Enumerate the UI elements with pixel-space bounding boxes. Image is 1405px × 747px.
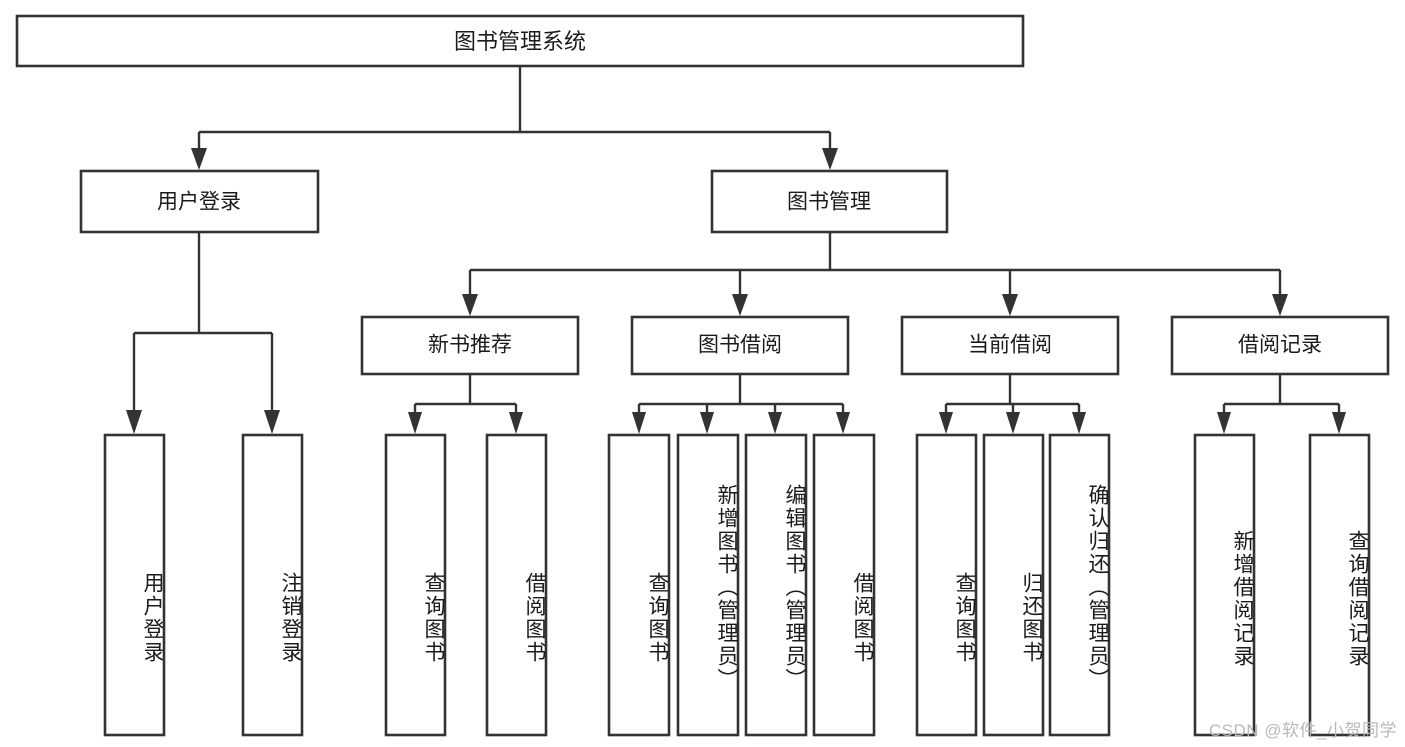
node-current-borrow-box[interactable] (900, 315, 1120, 376)
leaf-box-add-book[interactable] (676, 433, 740, 737)
leaf-box-add-record[interactable] (1193, 433, 1256, 737)
node-root-box[interactable] (15, 14, 1025, 68)
node-borrow-record[interactable]: 借阅记录 (1170, 315, 1390, 376)
node-borrow-record-label: 借阅记录 (1238, 334, 1322, 357)
leaf-box-user-login[interactable] (103, 433, 166, 737)
node-root-label: 图书管理系统 (454, 29, 586, 54)
connectors-borrow-record-to-leaves (1217, 374, 1346, 434)
arrow-head-leaf-edit-book (768, 412, 782, 434)
arrow-head-leaf-add-book (700, 412, 714, 434)
connectors-current-borrow-to-leaves (939, 374, 1086, 434)
leaf-box-borrow-book-1[interactable] (485, 433, 548, 737)
connectors-book-borrow-to-leaves (632, 374, 850, 434)
node-book-manage[interactable]: 图书管理 (710, 169, 949, 234)
node-book-manage-label: 图书管理 (787, 191, 871, 214)
arrow-head-leaf-borrow-book-1 (509, 412, 523, 434)
leaf-box-confirm-return[interactable] (1048, 433, 1111, 737)
node-current-borrow-label: 当前借阅 (968, 334, 1052, 357)
arrow-head-borrow-record (1272, 294, 1288, 316)
connectors-new-book-recommend-to-leaves (408, 374, 523, 434)
node-book-manage-box[interactable] (710, 169, 949, 234)
csdn-watermark: CSDN @软件_小贺同学 (1208, 721, 1397, 740)
arrow-head-leaf-query-book-3 (939, 412, 953, 434)
node-user-login-box[interactable] (79, 169, 320, 234)
node-book-borrow[interactable]: 图书借阅 (630, 315, 850, 376)
leaf-box-return-book[interactable] (982, 433, 1045, 737)
leaf-box-query-book-3[interactable] (915, 433, 978, 737)
arrow-head-leaf-borrow-book-2 (836, 412, 850, 434)
arrow-head-new-book-recommend (462, 294, 478, 316)
leaf-box-borrow-book-2[interactable] (812, 433, 876, 737)
arrow-head-leaf-query-record (1332, 412, 1346, 434)
arrow-head-leaf-query-book-2 (632, 412, 646, 434)
arrow-head-user-login (191, 148, 207, 170)
connectors-book-manage-to-level3 (462, 232, 1288, 316)
node-borrow-record-box[interactable] (1170, 315, 1390, 376)
arrow-head-leaf-query-book-1 (408, 412, 422, 434)
arrow-head-book-manage (822, 148, 838, 170)
arrow-head-book-borrow (732, 294, 748, 316)
node-current-borrow[interactable]: 当前借阅 (900, 315, 1120, 376)
node-user-login-label: 用户登录 (157, 191, 241, 214)
arrow-head-leaf-confirm-return (1072, 412, 1086, 434)
arrow-head-leaf-return-book (1006, 412, 1020, 434)
node-new-book-recommend-label: 新书推荐 (428, 334, 512, 357)
node-new-book-recommend[interactable]: 新书推荐 (360, 315, 580, 376)
leaf-boxes (103, 433, 1371, 737)
arrow-head-leaf-user-login (126, 410, 142, 434)
leaf-box-query-book-2[interactable] (607, 433, 671, 737)
connectors-root-to-level2 (191, 67, 838, 170)
node-new-book-recommend-box[interactable] (360, 315, 580, 376)
node-book-borrow-label: 图书借阅 (698, 334, 782, 357)
arrow-head-current-borrow (1002, 294, 1018, 316)
leaf-box-query-book-1[interactable] (384, 433, 447, 737)
node-user-login[interactable]: 用户登录 (79, 169, 320, 234)
leaf-box-edit-book[interactable] (744, 433, 808, 737)
node-book-borrow-box[interactable] (630, 315, 850, 376)
leaf-box-logout[interactable] (241, 433, 304, 737)
connectors-user-login-to-leaves (126, 232, 280, 434)
node-root[interactable]: 图书管理系统 (15, 14, 1025, 68)
arrow-head-leaf-logout (264, 410, 280, 434)
arrow-head-leaf-add-record (1217, 412, 1231, 434)
leaf-box-query-record[interactable] (1308, 433, 1371, 737)
